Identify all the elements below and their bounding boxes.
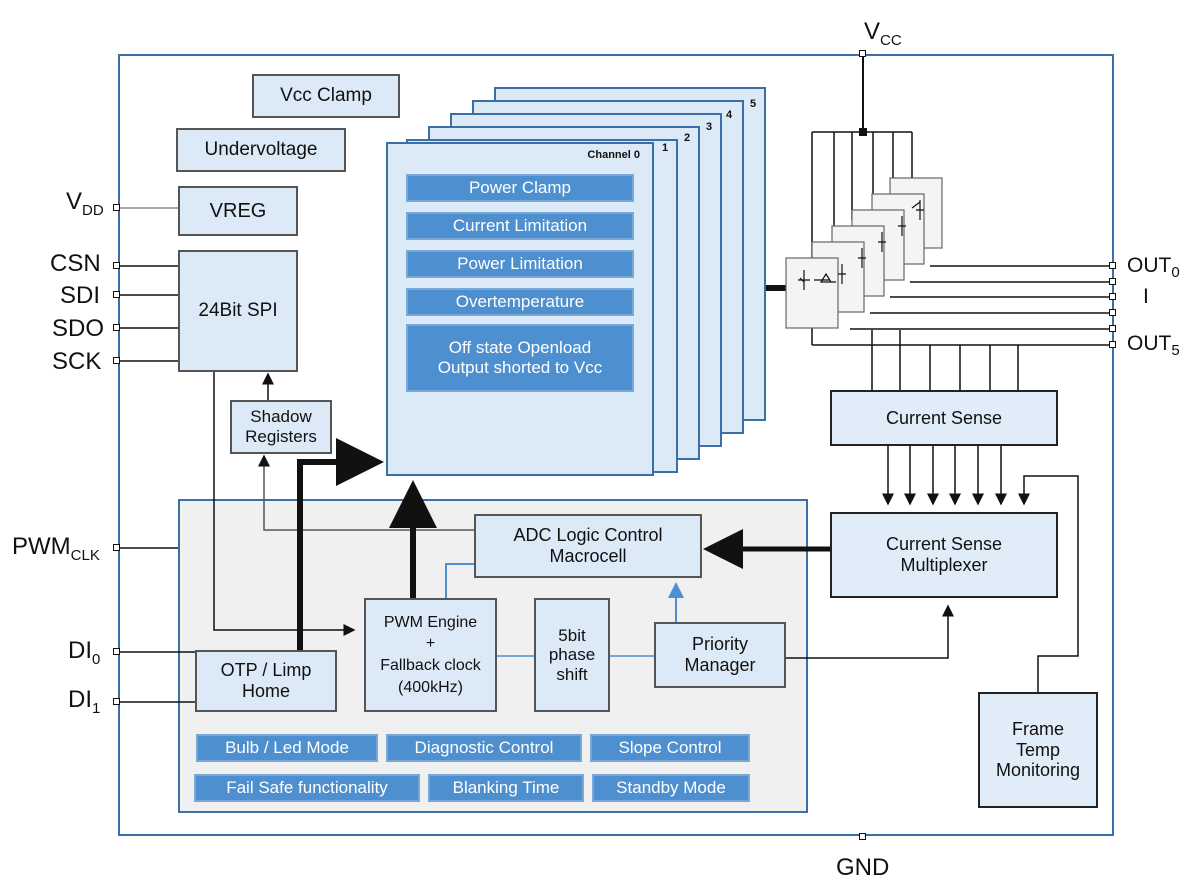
csm-line-2: Multiplexer (900, 555, 988, 575)
openload-line-2: Output shorted to Vcc (437, 358, 603, 377)
di1-sub-label: 1 (92, 699, 101, 717)
spi-block: 24Bit SPI (178, 250, 298, 372)
out0-pin-label: OUT0 (1127, 254, 1180, 281)
out3-pin (1109, 309, 1116, 316)
sdo-pin-label: SDO (52, 315, 105, 342)
out5-label: OUT (1127, 332, 1172, 355)
vdd-pin (113, 204, 120, 211)
channel-0-title: Channel 0 (587, 149, 640, 161)
di1-label: DI (68, 686, 92, 713)
sdi-pin (113, 291, 120, 298)
out0-pin (1109, 262, 1116, 269)
vreg-block: VREG (178, 186, 298, 236)
phase-line-2: phase (548, 645, 596, 665)
channel-number-2: 2 (684, 132, 691, 144)
out5-pin-label: OUT5 (1127, 332, 1180, 359)
di1-pin-label: DI1 (68, 686, 100, 717)
shadow-registers-block: Shadow Registers (230, 400, 332, 454)
sdi-pin-label: SDI (60, 282, 101, 309)
pwm-engine-block: PWM Engine + Fallback clock (400kHz) (364, 598, 497, 712)
phase-line-1: 5bit (558, 625, 586, 645)
frame-temp-monitoring-block: Frame Temp Monitoring (978, 692, 1098, 808)
channel-number-3: 3 (706, 121, 713, 133)
pwm-clk-pin-label: PWMCLK (12, 533, 100, 564)
sck-pin-label: SCK (52, 348, 102, 375)
vdd-label: V (66, 188, 83, 215)
current-sense-multiplexer-block: Current Sense Multiplexer (830, 512, 1058, 598)
gnd-pin (859, 833, 866, 840)
otp-limp-home-block: OTP / Limp Home (195, 650, 337, 712)
di0-label: DI (68, 637, 92, 664)
di0-sub-label: 0 (92, 650, 101, 668)
bulb-led-mode-feature: Bulb / Led Mode (196, 734, 378, 762)
overtemperature-function: Overtemperature (406, 288, 634, 316)
fail-safe-functionality-feature: Fail Safe functionality (194, 774, 420, 802)
blanking-time-feature: Blanking Time (428, 774, 584, 802)
pwm-line-4: (400kHz) (398, 678, 463, 696)
slope-control-feature: Slope Control (590, 734, 750, 762)
vcc-sub-label: CC (880, 31, 902, 49)
adc-line-1: ADC Logic Control (513, 525, 663, 546)
adc-line-2: Macrocell (549, 546, 627, 566)
vdd-pin-label: VDD (66, 188, 104, 219)
out5-sub-label: 5 (1171, 342, 1180, 360)
out0-label: OUT (1127, 254, 1172, 277)
frame-line-3: Monitoring (995, 760, 1081, 781)
csn-pin (113, 262, 120, 269)
out-mid-pin-label: I (1143, 285, 1149, 308)
channel-number-4: 4 (726, 109, 733, 121)
current-limitation-function: Current Limitation (406, 212, 634, 240)
shadow-line-2: Registers (245, 427, 317, 446)
channel-0-panel: Channel 0 Power Clamp Current Limitation… (386, 142, 654, 476)
priority-line-1: Priority (691, 634, 748, 655)
pwm-clk-pin (113, 544, 120, 551)
pwm-line-1: PWM Engine (383, 613, 478, 631)
power-clamp-function: Power Clamp (406, 174, 634, 202)
vcc-pin (859, 50, 866, 57)
priority-manager-block: Priority Manager (654, 622, 786, 688)
phase-shift-block: 5bit phase shift (534, 598, 610, 712)
shadow-line-1: Shadow (250, 407, 312, 427)
vcc-clamp-block: Vcc Clamp (252, 74, 400, 118)
pwm-label: PWM (12, 533, 71, 560)
out2-pin (1109, 293, 1116, 300)
frame-line-2: Temp (1015, 739, 1060, 760)
csn-pin-label: CSN (50, 250, 101, 277)
power-switch-array (785, 177, 943, 329)
out1-pin (1109, 278, 1116, 285)
openload-function: Off state Openload Output shorted to Vcc (406, 324, 634, 392)
openload-line-1: Off state Openload (448, 338, 592, 358)
out5-pin (1109, 341, 1116, 348)
frame-line-1: Frame (1011, 718, 1064, 739)
adc-logic-control-block: ADC Logic Control Macrocell (474, 514, 702, 578)
undervoltage-block: Undervoltage (176, 128, 346, 172)
phase-line-3: shift (556, 664, 588, 684)
gnd-pin-label: GND (836, 854, 890, 881)
pwm-line-2: + (425, 635, 436, 653)
vdd-sub-label: DD (82, 201, 104, 219)
vcc-label: V (864, 18, 881, 45)
priority-line-2: Manager (684, 655, 756, 675)
pwm-line-3: Fallback clock (380, 657, 481, 674)
current-sense-block: Current Sense (830, 390, 1058, 446)
chip-outline (118, 54, 1114, 836)
out4-pin (1109, 325, 1116, 332)
csm-line-1: Current Sense (885, 534, 1003, 555)
sck-pin (113, 357, 120, 364)
pwm-sub-label: CLK (70, 546, 100, 564)
out0-sub-label: 0 (1171, 264, 1180, 282)
otp-line-2: Home (241, 681, 290, 701)
di1-pin (113, 698, 120, 705)
channel-number-1: 1 (662, 142, 669, 154)
power-limitation-function: Power Limitation (406, 250, 634, 278)
di0-pin-label: DI0 (68, 637, 100, 668)
standby-mode-feature: Standby Mode (592, 774, 750, 802)
sdo-pin (113, 324, 120, 331)
vcc-pin-label: VCC (864, 18, 902, 49)
otp-line-1: OTP / Limp (220, 660, 312, 681)
di0-pin (113, 648, 120, 655)
channel-number-5: 5 (750, 98, 757, 110)
diagnostic-control-feature: Diagnostic Control (386, 734, 582, 762)
